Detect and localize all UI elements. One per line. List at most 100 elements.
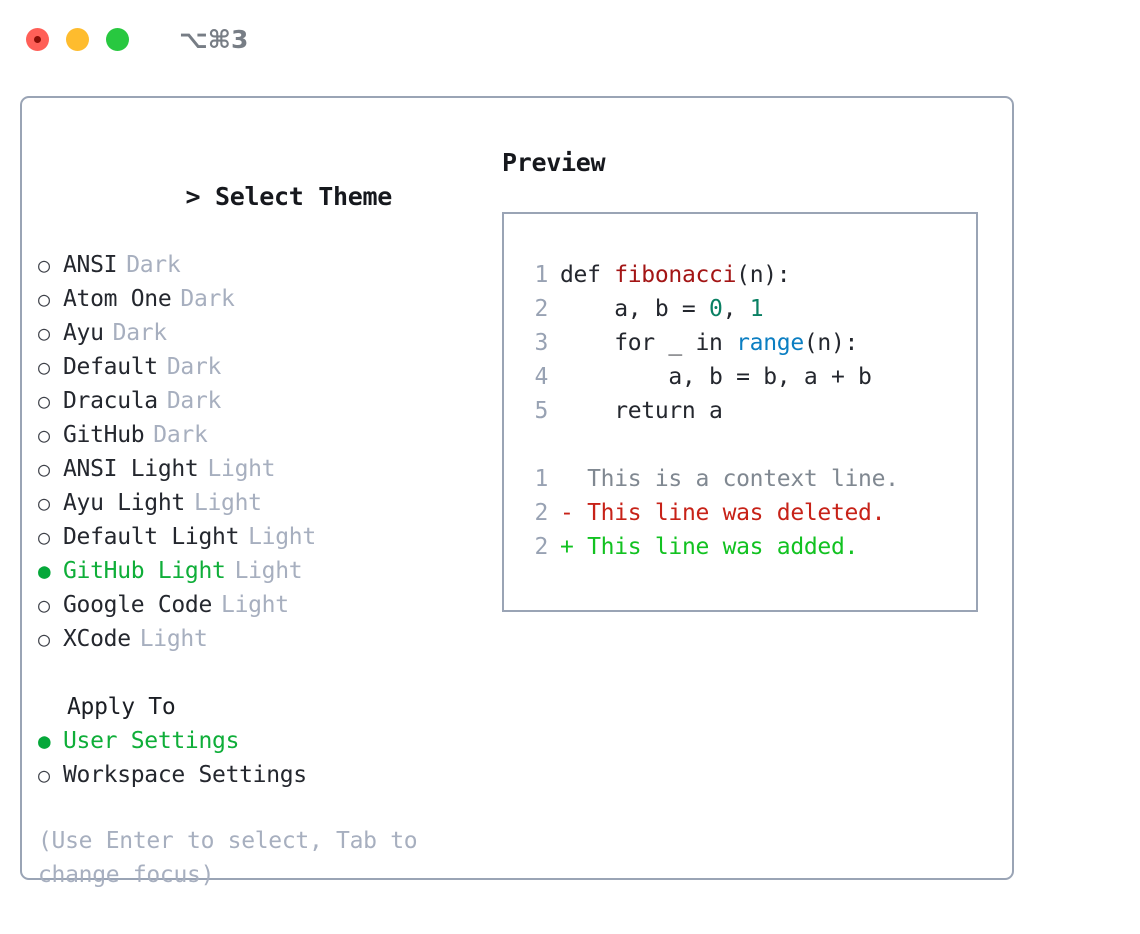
diff-text: This line was added. — [573, 534, 859, 560]
theme-name-label: GitHub — [63, 422, 145, 448]
theme-list-item[interactable]: ○ Default Light Light — [38, 520, 488, 554]
diff-line: 2 + This line was added. — [504, 530, 976, 564]
line-number: 3 — [534, 330, 548, 356]
minimize-button[interactable] — [66, 27, 89, 51]
radio-unselected-icon: ○ — [38, 593, 50, 617]
code-token-plain: a, b = b, a + b — [560, 364, 872, 390]
radio-unselected-icon: ○ — [38, 355, 50, 379]
theme-variant-tag: Light — [193, 490, 262, 516]
code-token-plain: a, b = — [560, 296, 710, 322]
theme-list-item[interactable]: ○ ANSI Dark — [38, 248, 488, 282]
line-number: 4 — [534, 364, 548, 390]
close-button[interactable] — [26, 27, 49, 51]
radio-unselected-icon: ○ — [38, 627, 50, 651]
theme-variant-tag: Dark — [166, 354, 222, 380]
spacer — [504, 428, 976, 462]
apply-to-option[interactable]: ○Workspace Settings — [38, 758, 488, 792]
code-text: def fibonacci(n): — [560, 258, 791, 292]
preview-diff-block: 1 This is a context line.2- This line wa… — [504, 462, 976, 564]
theme-name-label: Atom One — [63, 286, 172, 312]
spacer — [38, 656, 488, 690]
keyboard-shortcut-label: ⌥⌘3 — [179, 24, 249, 54]
theme-name-label: Default — [63, 354, 158, 380]
code-token-plain: def — [560, 262, 615, 288]
code-token-plain: (n): — [736, 262, 791, 288]
theme-name-label: Ayu Light — [63, 490, 185, 516]
theme-variant-tag: Dark — [153, 422, 208, 448]
line-number: 1 — [534, 466, 548, 492]
theme-name-label: Ayu — [63, 320, 104, 346]
theme-variant-tag: Light — [234, 558, 303, 584]
theme-name-label: Dracula — [63, 388, 158, 414]
radio-unselected-icon: ○ — [38, 763, 50, 787]
theme-variant-tag: Light — [221, 592, 289, 618]
select-theme-heading-label: Select Theme — [215, 182, 393, 211]
code-token-num: 1 — [749, 296, 764, 322]
select-theme-heading: > Select Theme — [38, 146, 488, 248]
diff-marker: - — [560, 500, 574, 526]
preview-heading: Preview — [502, 148, 606, 177]
theme-list-item[interactable]: ○ GitHub Dark — [38, 418, 488, 452]
code-line: 3 for _ in range(n): — [504, 326, 976, 360]
code-token-num: 0 — [709, 296, 723, 322]
radio-unselected-icon: ○ — [38, 457, 50, 481]
code-token-plain: return a — [560, 398, 723, 424]
theme-variant-tag: Dark — [180, 286, 235, 312]
theme-list-item[interactable]: ○ XCode Light — [38, 622, 488, 656]
line-number: 2 — [534, 296, 548, 322]
code-text: a, b = b, a + b — [560, 360, 872, 394]
code-token-fn: fibonacci — [614, 262, 737, 288]
theme-name-label: ANSI Light — [63, 456, 199, 482]
radio-unselected-icon: ○ — [38, 423, 50, 447]
theme-list-item[interactable]: ○ Atom One Dark — [38, 282, 488, 316]
diff-line: 1 This is a context line. — [504, 462, 976, 496]
radio-unselected-icon: ○ — [38, 389, 50, 413]
apply-to-list[interactable]: ●User Settings○Workspace Settings — [38, 724, 488, 792]
theme-variant-tag: Dark — [166, 388, 222, 414]
diff-marker — [560, 462, 574, 496]
code-token-plain: (n): — [803, 330, 859, 356]
prompt-caret-icon: > — [185, 182, 216, 211]
theme-list-item[interactable]: ○ Dracula Dark — [38, 384, 488, 418]
theme-name-label: XCode — [63, 626, 131, 652]
diff-line: 2- This line was deleted. — [504, 496, 976, 530]
code-line: 5 return a — [504, 394, 976, 428]
theme-list-item[interactable]: ○ Default Dark — [38, 350, 488, 384]
code-text: a, b = 0, 1 — [560, 292, 763, 326]
diff-text: This is a context line. — [573, 466, 899, 492]
window-controls — [26, 27, 129, 51]
theme-variant-tag: Light — [248, 524, 316, 550]
line-number: 2 — [534, 534, 548, 560]
radio-unselected-icon: ○ — [38, 525, 50, 549]
maximize-button[interactable] — [106, 27, 129, 51]
theme-list-item[interactable]: ○ ANSI Light Light — [38, 452, 488, 486]
apply-to-heading: Apply To — [67, 694, 176, 720]
theme-variant-tag: Light — [207, 456, 276, 482]
diff-text: This line was deleted. — [573, 500, 886, 526]
diff-marker: + — [560, 534, 574, 560]
theme-name-label: ANSI — [63, 252, 118, 278]
theme-name-label: Default Light — [63, 524, 240, 550]
theme-variant-tag: Dark — [112, 320, 168, 346]
radio-unselected-icon: ○ — [38, 253, 50, 277]
line-number: 5 — [534, 398, 548, 424]
apply-to-label: User Settings — [63, 728, 240, 754]
radio-selected-icon: ● — [38, 559, 51, 583]
code-line: 4 a, b = b, a + b — [504, 360, 976, 394]
theme-variant-tag: Light — [139, 626, 208, 652]
apply-to-option[interactable]: ●User Settings — [38, 724, 488, 758]
theme-variant-tag: Dark — [126, 252, 181, 278]
radio-unselected-icon: ○ — [38, 287, 50, 311]
code-text: return a — [560, 394, 723, 428]
